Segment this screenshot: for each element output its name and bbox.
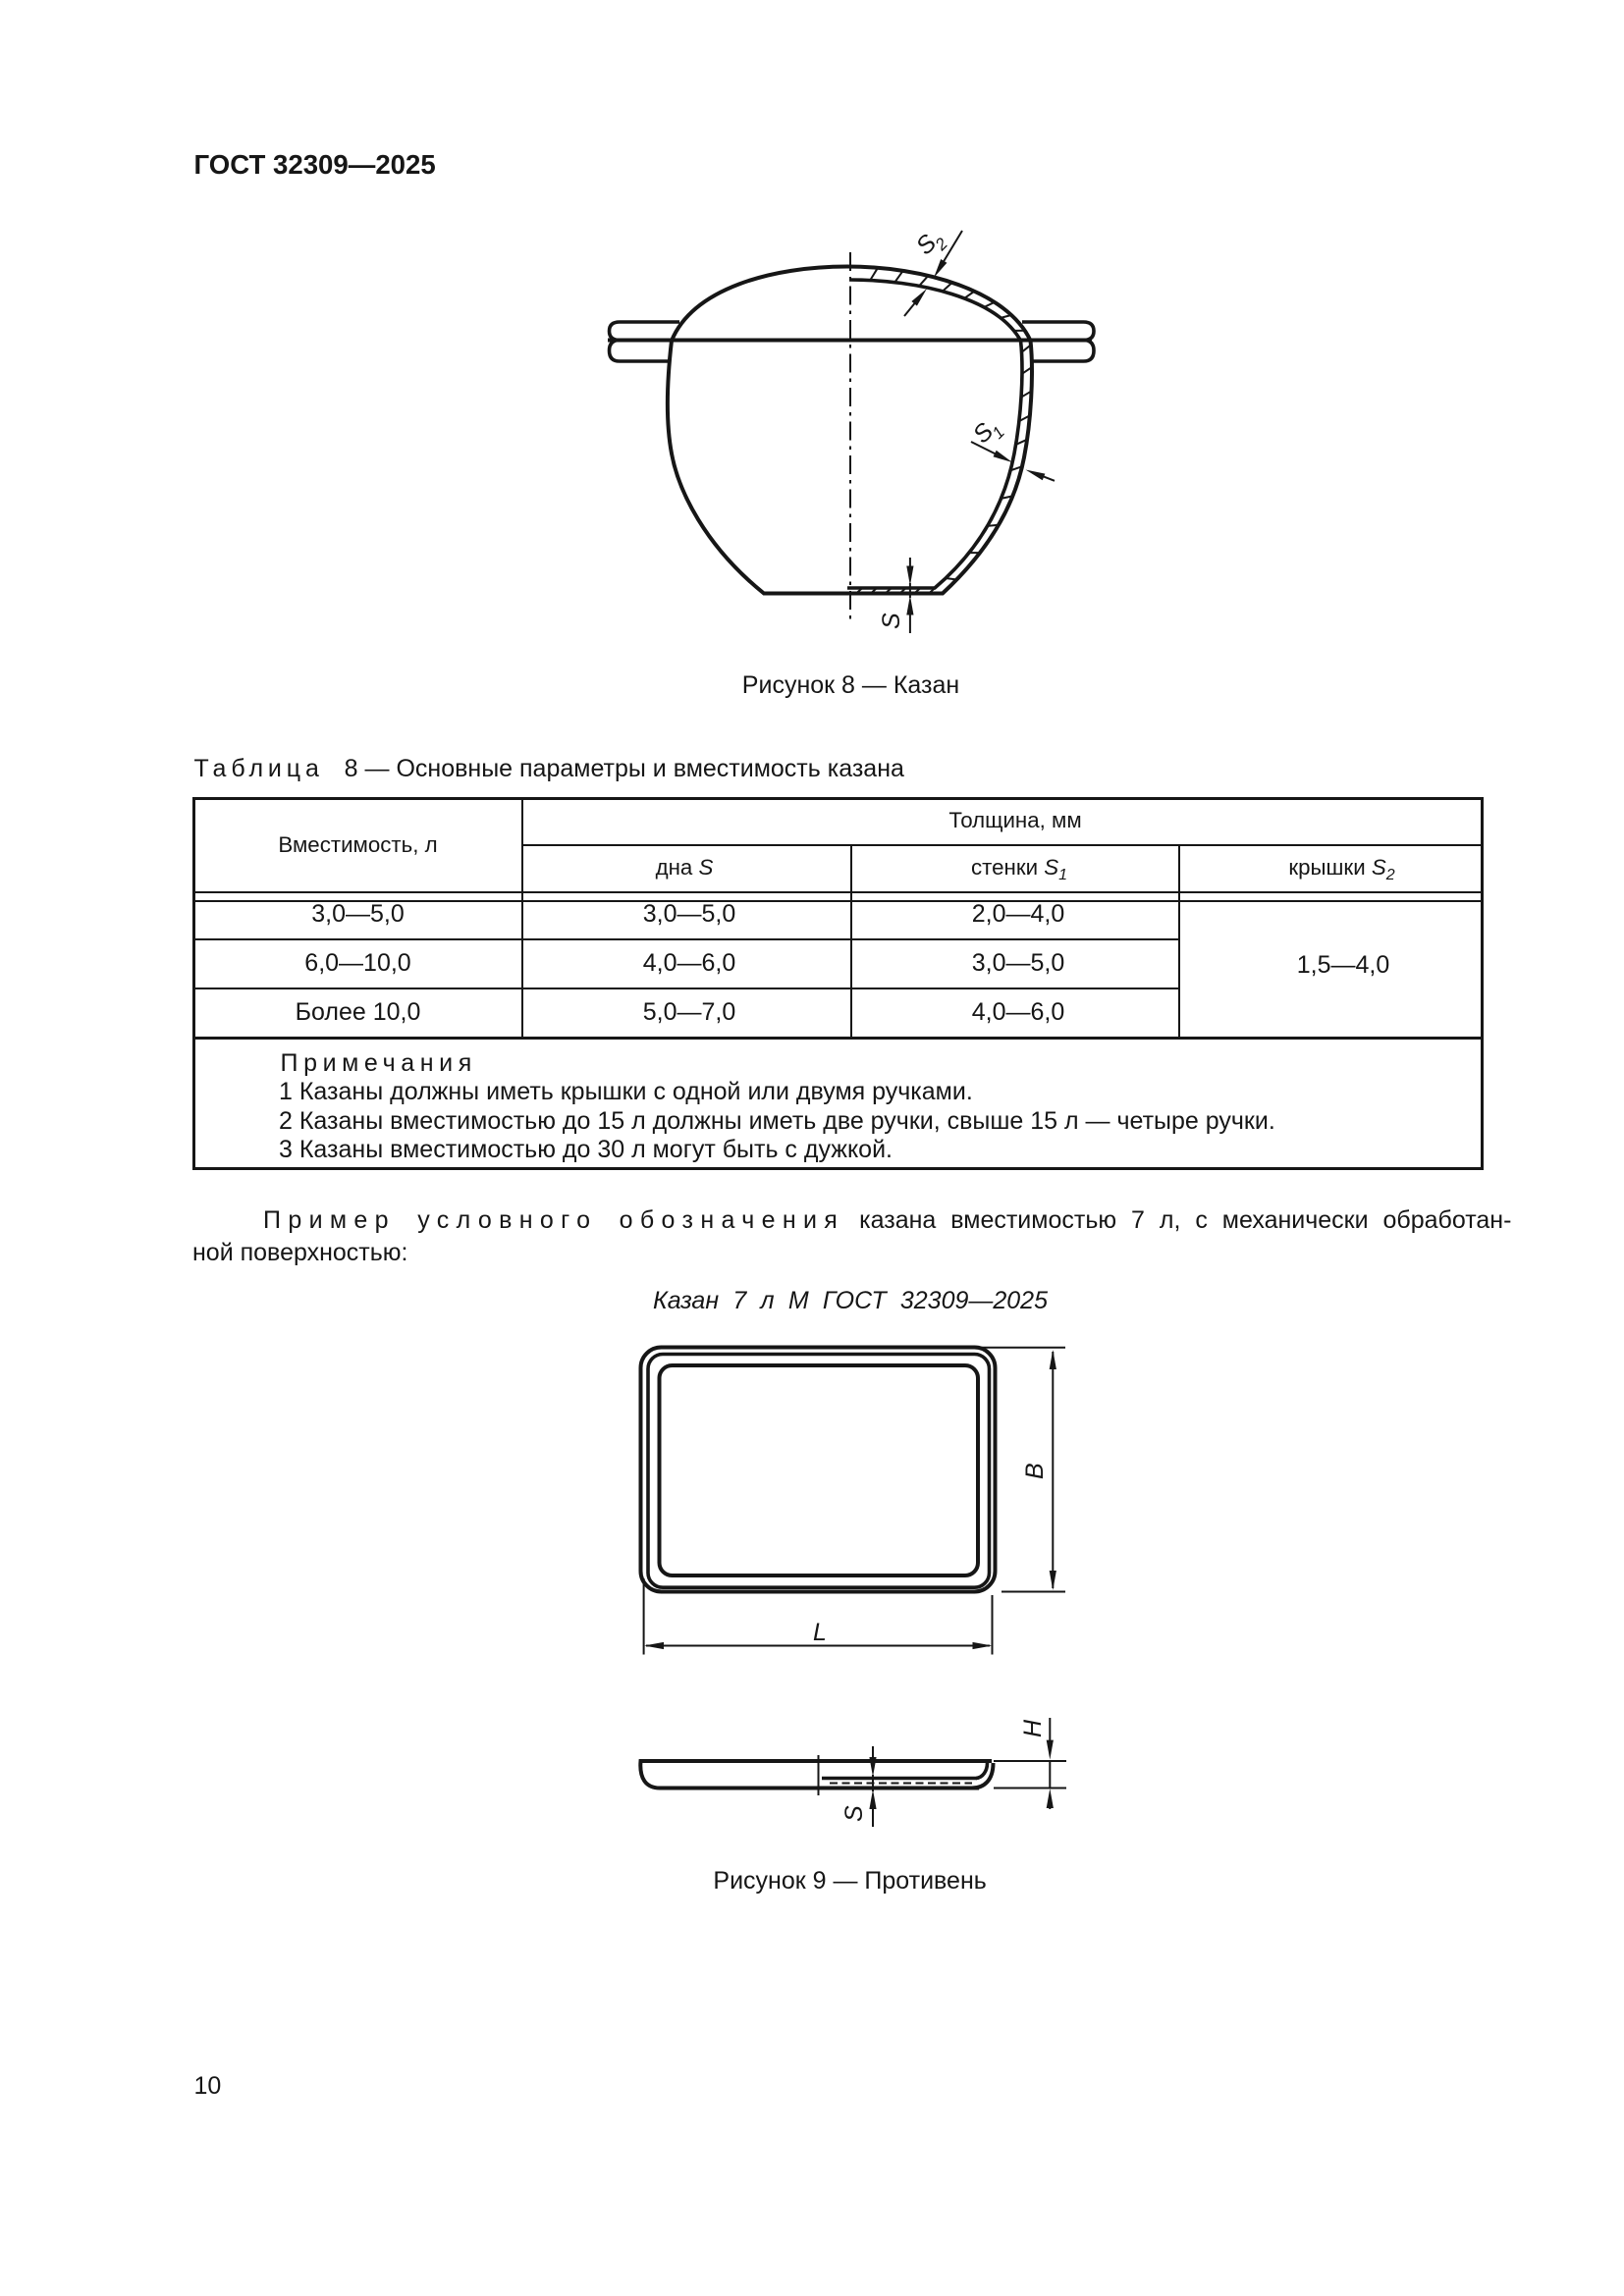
svg-text:H: H — [1019, 1719, 1047, 1737]
svg-text:S: S — [840, 1805, 868, 1822]
svg-text:S: S — [878, 613, 905, 629]
svg-text:L: L — [813, 1619, 827, 1646]
svg-text:B: B — [1021, 1463, 1049, 1479]
